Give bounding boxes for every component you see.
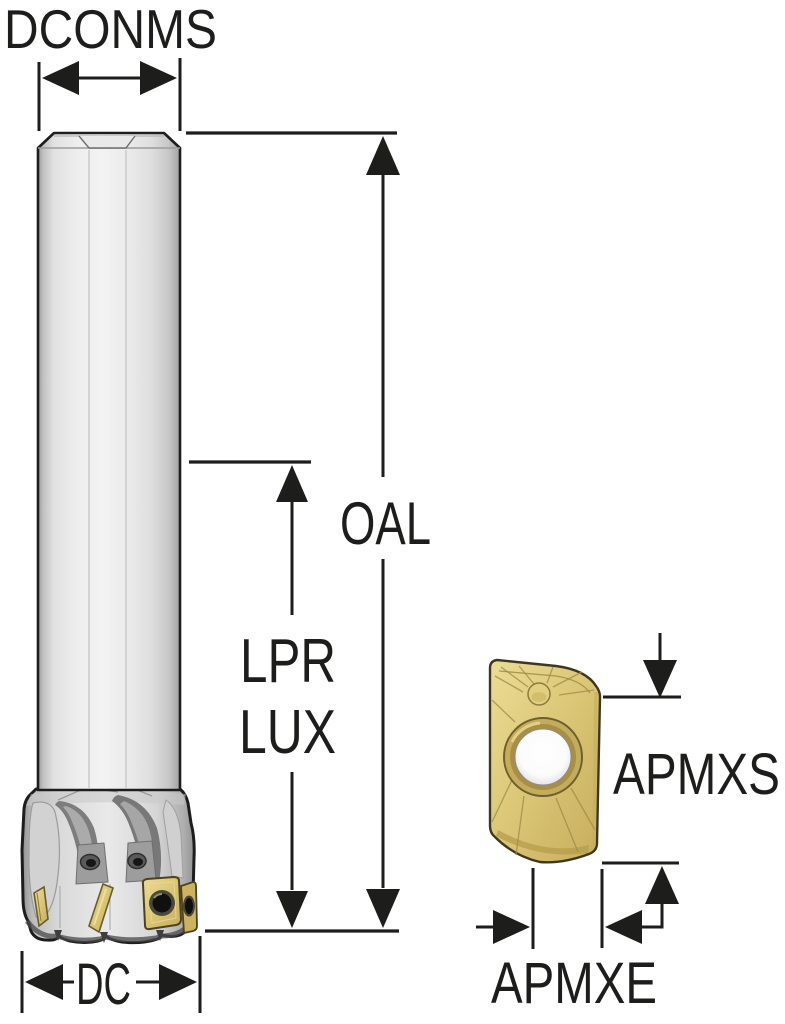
- apmxs-elbow: [642, 902, 664, 929]
- dimensions: [20, 58, 681, 1013]
- apmxs-arrowhead-up: [645, 866, 679, 904]
- milling-insert-figure: [488, 658, 602, 864]
- screw-hole-1: [79, 853, 101, 871]
- insert-center-hole: [503, 717, 583, 797]
- bottom-notch-2: [100, 932, 108, 943]
- flute-pocket-right: [162, 799, 184, 879]
- lpr-arrowhead-up: [276, 465, 308, 502]
- label-lpr: LPR: [240, 627, 336, 696]
- bottom-notch-1: [54, 930, 62, 941]
- label-apmxe: APMXE: [491, 951, 657, 1016]
- oal-arrowhead-down: [366, 889, 400, 928]
- apmxs-arrowhead-down: [643, 660, 677, 698]
- mounted-insert-strip-1: [33, 885, 49, 928]
- dim-apmxe: [476, 868, 604, 949]
- shank: [36, 131, 182, 792]
- oal-arrowhead-up: [366, 136, 400, 175]
- bottom-notch-3: [156, 930, 164, 941]
- dc-arrowhead-left: [25, 964, 63, 1000]
- dim-dconms: [37, 58, 182, 131]
- dc-arrowhead-right: [159, 964, 197, 1000]
- dconms-arrowhead-right: [140, 61, 177, 95]
- mounted-insert-edge: [180, 881, 198, 935]
- label-lux: LUX: [239, 698, 336, 767]
- dim-dc: [20, 936, 202, 1013]
- mounted-insert-strip-2: [88, 882, 114, 934]
- dimension-labels: DCONMS OAL LPR LUX DC APMXS APMXE: [4, 0, 780, 1017]
- dim-oal: [186, 131, 400, 933]
- shank-top-facet: [79, 136, 135, 148]
- insert-dimple: [527, 682, 551, 706]
- dim-lpr-lux: [189, 460, 311, 928]
- shank-body: [36, 131, 182, 792]
- apmxs-arrowhead-left: [605, 910, 642, 944]
- label-dconms: DCONMS: [4, 0, 217, 60]
- screw-hole-2: [127, 852, 147, 870]
- shank-top-facet-lines: [78, 135, 136, 149]
- end-mill-figure: [20, 131, 198, 945]
- dconms-arrowhead-left: [42, 61, 79, 95]
- lpr-arrowhead-down: [276, 891, 308, 928]
- cutter-head: [20, 777, 198, 945]
- mounted-insert-front: [141, 875, 183, 931]
- flute-pocket-left: [28, 801, 61, 918]
- dim-apmxs: [602, 633, 681, 944]
- apmxe-arrowhead-right: [493, 910, 530, 944]
- insert-bottom-side-face: [496, 830, 589, 855]
- insert-facet-lines: [491, 665, 596, 856]
- label-oal: OAL: [340, 490, 431, 557]
- label-dc: DC: [76, 952, 131, 1017]
- label-apmxs: APMXS: [613, 742, 780, 807]
- insert-right-edge-facet: [592, 691, 598, 847]
